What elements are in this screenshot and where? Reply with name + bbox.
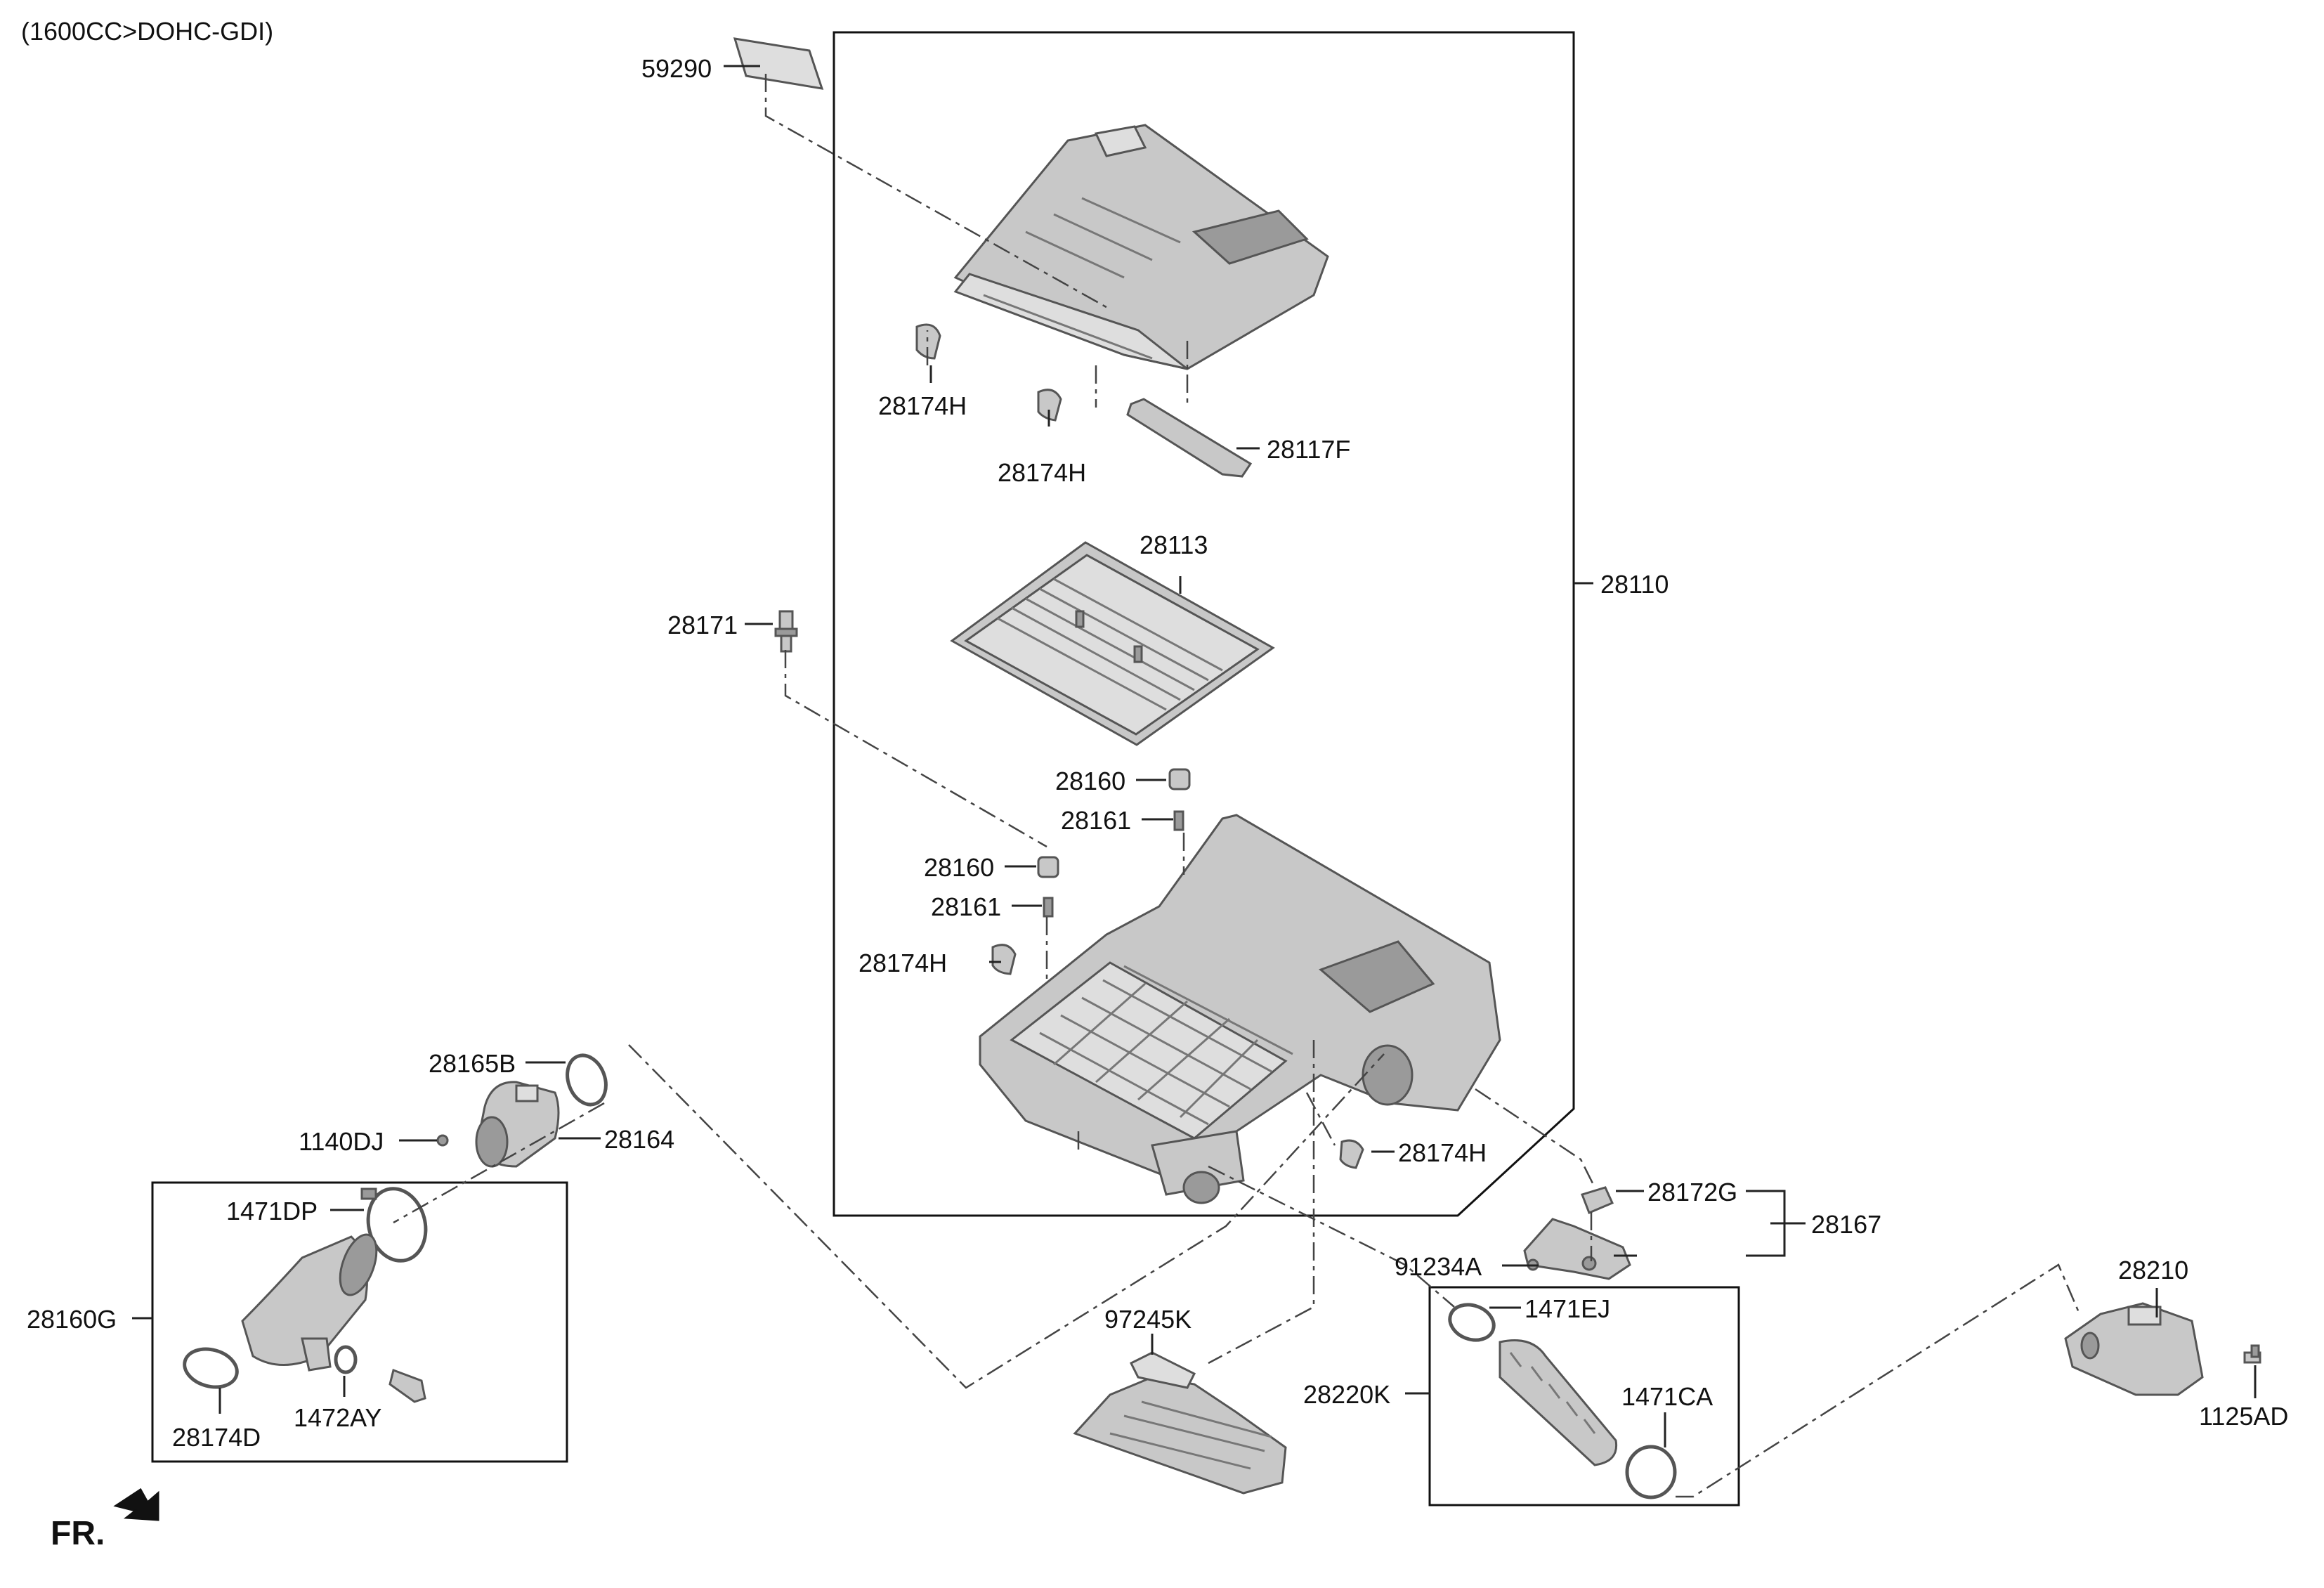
grommet-lower-part [1037, 856, 1059, 878]
clamp-1471DP-screw [360, 1187, 377, 1200]
label-28117F: 28117F [1267, 435, 1350, 464]
cover-strip-part [1126, 398, 1253, 478]
pin-upper-part [1173, 810, 1184, 831]
o-ring-part [566, 1053, 608, 1107]
label-28160G: 28160G [27, 1305, 117, 1334]
label-1472AY: 1472AY [294, 1403, 381, 1432]
intake-duct-part [2064, 1302, 2204, 1396]
clip-upper-left-part [915, 323, 941, 360]
clip-middle-left-part [991, 944, 1017, 975]
air-flow-sensor-part [475, 1081, 560, 1168]
resonator-assembly-frame [151, 1181, 568, 1463]
leader-lines [132, 65, 2257, 1447]
alignment-lines [393, 74, 2081, 1498]
bolt-part [774, 610, 798, 653]
air-cleaner-assembly-frame [833, 31, 1575, 1217]
label-1471EJ: 1471EJ [1525, 1294, 1610, 1323]
label-28113: 28113 [1140, 531, 1208, 559]
label-97245K: 97245K [1104, 1305, 1192, 1334]
clamp-1471EJ-part [1448, 1303, 1496, 1342]
label-28160-upper: 28160 [1055, 767, 1125, 795]
filter-element-part [950, 541, 1275, 746]
label-28161-upper: 28161 [1061, 806, 1131, 835]
clip-upper-right-part [1037, 389, 1062, 422]
label-59290: 59290 [641, 54, 712, 83]
air-guide-part [1073, 1351, 1287, 1495]
label-28174H-lower: 28174H [1398, 1138, 1487, 1167]
bracket-assembly-part [1523, 1186, 1631, 1280]
label-28160-lower: 28160 [924, 853, 994, 882]
clamp-1472AY-part [334, 1345, 358, 1374]
pin-lower-part [1043, 897, 1054, 918]
clamp-1471CA-part [1625, 1445, 1677, 1499]
label-28174H-middle: 28174H [859, 949, 947, 977]
label-1125AD: 1125AD [2199, 1402, 2288, 1431]
label-1471CA: 1471CA [1621, 1382, 1713, 1411]
breather-fitting-part [389, 1369, 426, 1403]
label-28174H-upper-left: 28174H [878, 391, 967, 420]
resonator-part [241, 1233, 378, 1372]
duct-bolt-part [2243, 1344, 2261, 1364]
air-cleaner-cover-part [953, 124, 1329, 370]
front-arrow-icon [113, 1488, 159, 1521]
clip-lower-middle-part [1339, 1139, 1364, 1169]
label-28171: 28171 [667, 611, 738, 639]
screw-part [436, 1134, 449, 1147]
label-28220K: 28220K [1303, 1380, 1390, 1409]
label-28174H-upper-right: 28174H [998, 458, 1086, 487]
label-28165B: 28165B [429, 1049, 516, 1078]
hose-assembly-frame [1428, 1286, 1740, 1506]
label-28164: 28164 [604, 1125, 674, 1154]
engine-spec-title: (1600CC>DOHC-GDI) [21, 17, 273, 46]
grommet-upper-part [1168, 768, 1191, 790]
label-28210: 28210 [2118, 1256, 2188, 1284]
label-1471DP: 1471DP [226, 1197, 318, 1225]
label-28110: 28110 [1600, 570, 1669, 599]
air-cleaner-body-part [979, 814, 1501, 1204]
label-91234A: 91234A [1395, 1252, 1482, 1281]
label-plate-part [733, 37, 824, 90]
clamp-28174D-part [183, 1347, 239, 1389]
label-28172G: 28172G [1647, 1178, 1737, 1206]
label-28167: 28167 [1811, 1210, 1881, 1239]
intake-hose-part [1499, 1339, 1618, 1466]
label-28174D: 28174D [172, 1423, 261, 1452]
front-indicator-label: FR. [51, 1515, 105, 1552]
clamp-1471DP-part [366, 1187, 428, 1263]
label-1140DJ: 1140DJ [299, 1127, 384, 1156]
label-28161-lower: 28161 [931, 892, 1001, 921]
